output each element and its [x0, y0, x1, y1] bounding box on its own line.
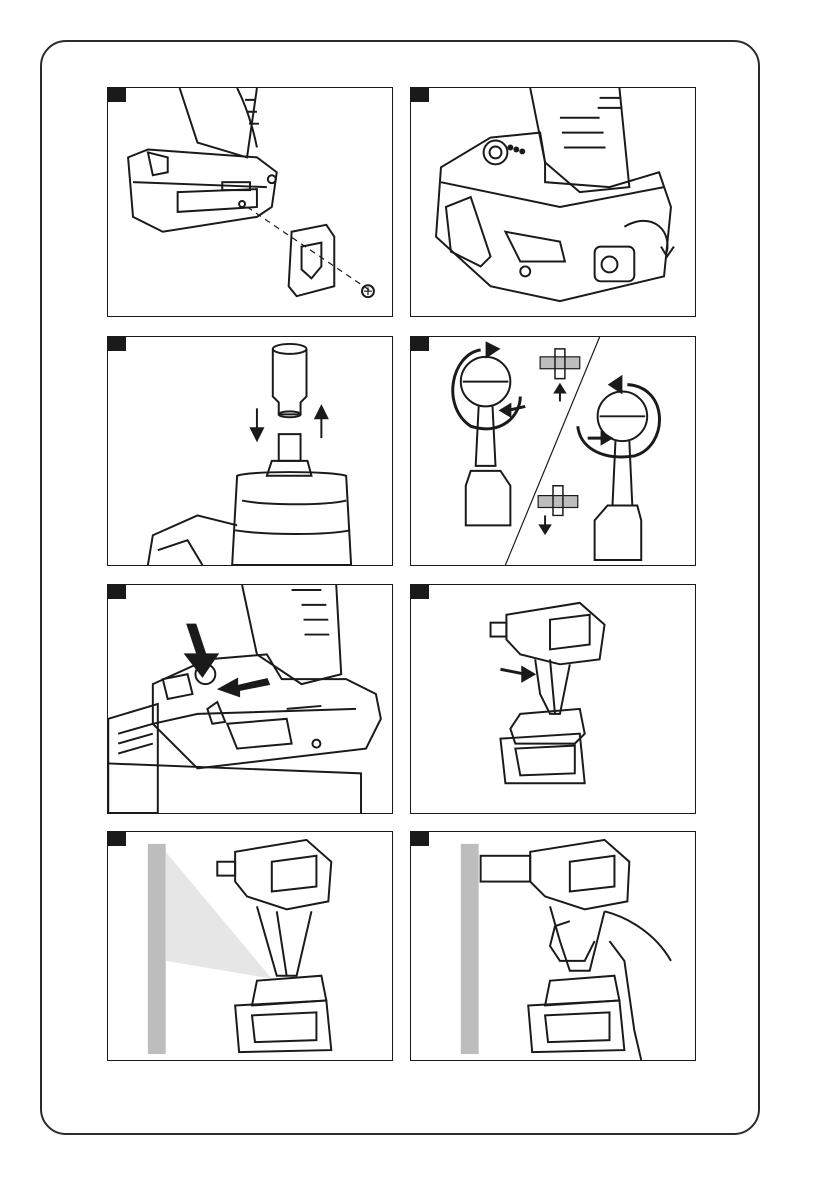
trigger-illustration: [411, 585, 695, 813]
operation-grip-illustration: [411, 832, 695, 1060]
panel-trigger-switch: [410, 584, 696, 814]
panel-operation-grip: [410, 831, 696, 1061]
panel-led-work-light: [107, 831, 393, 1061]
led-light-illustration: [108, 832, 392, 1060]
rotation-illustration: [411, 337, 695, 565]
battery-button-illustration: [108, 585, 392, 813]
panel-battery-indicator-button: [107, 584, 393, 814]
belt-hook-illustration: [411, 88, 695, 316]
panel-belt-hook-rotation: [410, 87, 696, 317]
panel-base-clip-mounting: [107, 87, 393, 317]
panel-socket-attach-remove: [107, 336, 393, 566]
base-clip-illustration: [108, 88, 392, 316]
panel-rotation-direction: [410, 336, 696, 566]
socket-illustration: [108, 337, 392, 565]
